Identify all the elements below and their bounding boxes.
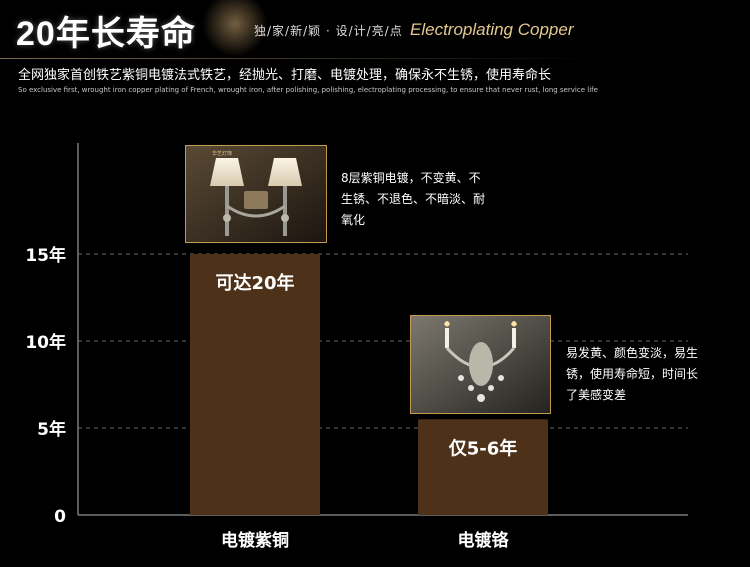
y-tick-label: 10年 [25,332,66,353]
x-category-label: 电镀铬 [458,530,510,551]
chrome-note-line: 了美感变差 [566,388,627,402]
copper-lamp-image: 华艺灯饰 [186,146,326,242]
bar [190,254,320,515]
copper-note-line: 8层紫铜电镀，不变黄、不 [341,171,481,185]
bar-data-label: 可达20年 [215,272,294,294]
x-category-label: 电镀紫铜 [221,530,289,551]
chrome-note: 易发黄、颜色变淡，易生 锈，使用寿命短，时间长 了美感变差 [566,343,698,406]
y-tick-label: 0 [54,507,66,527]
chrome-note-line: 锈，使用寿命短，时间长 [566,367,699,381]
subtitle-cn: 独/家/新/颖 · 设/计/亮/点 [254,24,403,38]
copper-lamp-photo: 华艺灯饰 [185,145,327,243]
chrome-note-line: 易发黄、颜色变淡，易生 [566,346,699,360]
y-tick-label: 5年 [37,419,66,440]
copper-note-line: 氧化 [341,213,366,227]
copper-note-line: 生锈、不退色、不暗淡、耐 [341,192,486,206]
y-tick-label: 15年 [25,245,66,266]
subtitle-en: Electroplating Copper [410,20,574,39]
headline: 20年长寿命 [16,15,196,53]
chrome-lamp-photo [410,315,551,414]
header-divider [0,58,600,59]
chrome-lamp-image [411,316,550,413]
brand-logo-text: 华艺灯饰 [212,150,232,157]
headline-glow [200,0,270,60]
copper-note: 8层紫铜电镀，不变黄、不 生锈、不退色、不暗淡、耐 氧化 [341,168,485,231]
description-cn: 全网独家首创铁艺紫铜电镀法式铁艺，经抛光、打磨、电镀处理，确保永不生锈，使用寿命… [18,68,552,83]
bar [418,419,548,515]
bar-data-label: 仅5-6年 [448,437,518,459]
description-en: So exclusive first, wrought iron copper … [18,86,598,94]
